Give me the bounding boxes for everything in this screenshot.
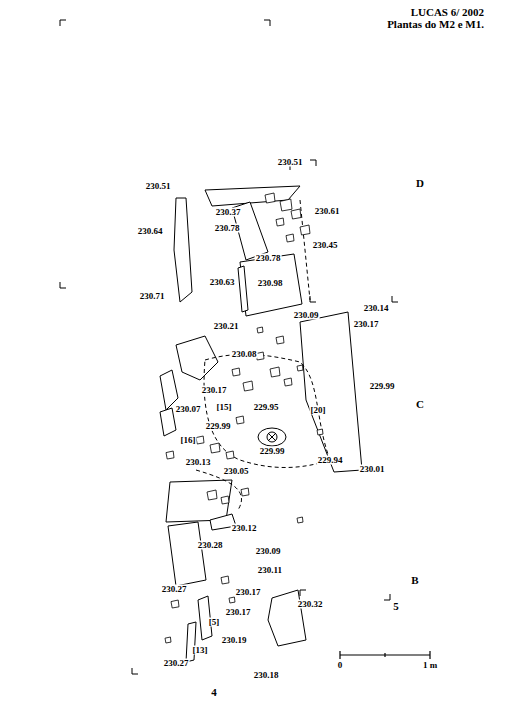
- elevation-label: 230.17: [235, 588, 262, 597]
- elevation-label: 229.94: [317, 456, 344, 465]
- pebble: [196, 436, 204, 444]
- pebble: [286, 234, 294, 242]
- pebble: [221, 496, 229, 504]
- pebbles: [165, 193, 323, 643]
- title: LUCAS 6/ 2002Plantas do M2 e M1.: [387, 6, 484, 30]
- unit-number: [20]: [310, 406, 327, 415]
- elevation-label: 230.17: [225, 608, 252, 617]
- elevation-label: 1 m: [422, 661, 438, 670]
- pebble: [276, 218, 284, 226]
- elevation-label: 230.01: [359, 465, 386, 474]
- elevation-label: 230.64: [137, 227, 164, 236]
- pebble: [221, 576, 229, 584]
- pebble: [284, 378, 292, 386]
- elevation-label: 230.28: [197, 541, 224, 550]
- elevation-label: 230.51: [145, 182, 172, 191]
- elevation-label: 230.19: [221, 636, 248, 645]
- pebble: [297, 517, 303, 523]
- elevation-label: 229.99: [369, 382, 396, 391]
- elevation-label: 230.63: [209, 278, 236, 287]
- elevation-label: 230.45: [312, 241, 339, 250]
- pebble: [232, 368, 240, 376]
- section-letter: 5: [392, 601, 400, 612]
- elevation-label: 230.61: [314, 207, 341, 216]
- pebble: [270, 367, 280, 377]
- elevation-label: 230.08: [231, 350, 258, 359]
- pebble: [317, 429, 323, 435]
- elevation-label: 230.09: [255, 547, 282, 556]
- elevation-label: 230.12: [231, 524, 258, 533]
- pebble: [280, 199, 292, 211]
- elevation-label: 0: [337, 661, 344, 670]
- unit-number: [16]: [180, 436, 197, 445]
- pebble: [300, 225, 310, 235]
- pebble: [229, 597, 235, 603]
- elevation-label: 230.18: [253, 671, 280, 680]
- section-letter: D: [415, 178, 425, 189]
- elevation-label: 230.11: [257, 566, 283, 575]
- pebble: [226, 451, 234, 459]
- stones: [160, 186, 362, 662]
- elevation-label: 230.17: [353, 320, 380, 329]
- pebble: [171, 600, 179, 608]
- pebble: [265, 193, 275, 203]
- pebble: [210, 443, 220, 453]
- section-letter: B: [410, 575, 419, 586]
- unit-number: [13]: [192, 646, 209, 655]
- feature-circle: [258, 428, 286, 446]
- elevation-label: 230.27: [161, 585, 188, 594]
- elevation-label: 229.95: [253, 403, 280, 412]
- elevation-label: 229.99: [205, 422, 232, 431]
- elevation-label: 230.37: [215, 208, 242, 217]
- elevation-label: 230.71: [139, 292, 166, 301]
- section-letter: C: [415, 399, 425, 410]
- pebble: [165, 637, 171, 643]
- pebble: [207, 490, 217, 500]
- grid-corners: [60, 20, 398, 674]
- elevation-label: 230.51: [277, 158, 304, 167]
- pebble: [257, 327, 263, 333]
- pebble: [243, 381, 253, 391]
- elevation-label: 230.32: [297, 600, 324, 609]
- elevation-label: 230.05: [223, 467, 250, 476]
- pebble: [276, 336, 284, 344]
- pebble: [241, 488, 249, 496]
- elevation-label: 230.78: [255, 254, 282, 263]
- elevation-label: 230.78: [214, 224, 241, 233]
- elevation-label: 230.13: [185, 458, 212, 467]
- elevation-label: 230.17: [201, 386, 228, 395]
- pebble: [291, 209, 301, 219]
- elevation-label: 229.99: [259, 447, 286, 456]
- pebble: [297, 365, 303, 371]
- title-text: LUCAS 6/ 2002: [387, 6, 484, 18]
- elevation-label: 230.07: [175, 405, 202, 414]
- subtitle-text: Plantas do M2 e M1.: [387, 18, 484, 30]
- elevation-label: 230.21: [213, 322, 240, 331]
- dashed-limits: [196, 200, 330, 510]
- unit-number: [15]: [216, 403, 233, 412]
- unit-number: [5]: [208, 618, 221, 627]
- elevation-label: 230.98: [257, 279, 284, 288]
- elevation-label: 230.14: [363, 304, 390, 313]
- elevation-label: 230.27: [163, 659, 190, 668]
- pebble: [166, 451, 174, 459]
- elevation-label: 230.09: [293, 311, 320, 320]
- section-letter: 4: [210, 687, 218, 698]
- pebble: [236, 416, 244, 424]
- scale-bar: [340, 651, 430, 659]
